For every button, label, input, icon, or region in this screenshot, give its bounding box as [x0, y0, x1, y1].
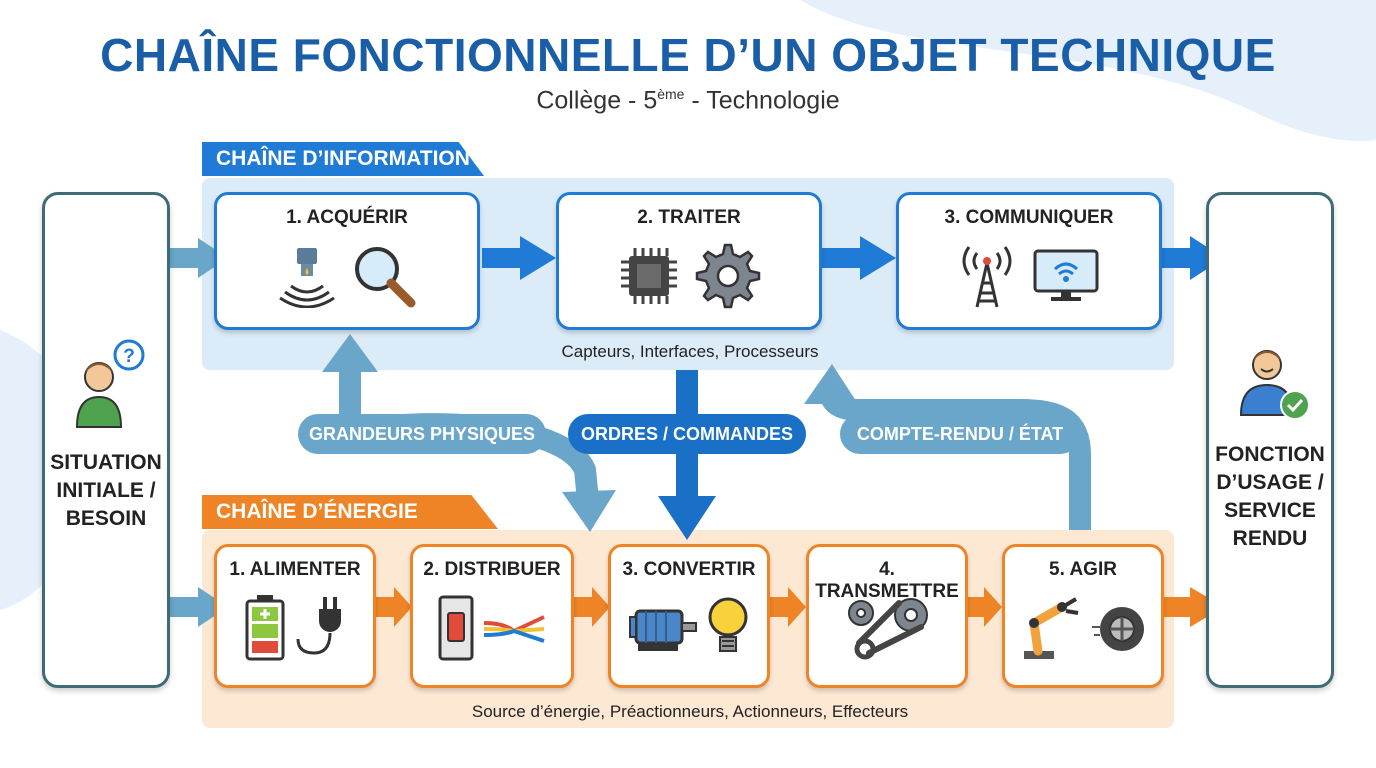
- fonction-line-1: FONCTION: [1215, 443, 1325, 466]
- grandeurs-physiques-label: GRANDEURS PHYSIQUES: [298, 414, 546, 454]
- fonction-line-3: SERVICE: [1224, 499, 1316, 522]
- energy-chain-label: CHAÎNE D’ÉNERGIE: [202, 495, 498, 529]
- situation-line-2: INITIALE /: [56, 479, 156, 502]
- situation-line-3: BESOIN: [65, 507, 147, 530]
- gear-icon: [695, 243, 761, 309]
- fonction-usage-box: FONCTION D’USAGE / SERVICE RENDU: [1206, 192, 1334, 688]
- compte-rendu-arrow-head: [804, 364, 858, 404]
- step-agir: 5. AGIR: [1002, 544, 1164, 688]
- step-acquerir-label: 1. ACQUÉRIR: [286, 207, 408, 228]
- step-acquerir: 1. ACQUÉRIR: [214, 192, 480, 330]
- step-alimenter-label: 1. ALIMENTER: [229, 559, 361, 580]
- svg-text:?: ?: [123, 346, 135, 367]
- battery-icon: [245, 595, 285, 661]
- step-communiquer-label: 3. COMMUNIQUER: [944, 207, 1114, 228]
- antenna-icon: [962, 246, 1012, 308]
- wheel-icon: [1092, 607, 1144, 651]
- compte-rendu-etat-label: COMPTE-RENDU / ÉTAT: [840, 414, 1080, 454]
- switch-icon: [438, 595, 474, 661]
- thinking-person-icon: ?: [75, 339, 145, 428]
- ordres-arrow-head: [658, 496, 716, 540]
- step-agir-label: 5. AGIR: [1049, 559, 1117, 580]
- ordres-commandes-label: ORDRES / COMMANDES: [568, 414, 806, 454]
- sensor-icon: [279, 248, 335, 308]
- robot-arm-icon: [1024, 597, 1079, 659]
- motor-icon: [629, 609, 697, 651]
- step-communiquer: 3. COMMUNIQUER: [896, 192, 1162, 330]
- situation-initiale-box: ? SITUATION INITIALE / BESOIN: [42, 192, 170, 688]
- bulb-icon: [708, 597, 748, 652]
- gears-chain-icon: [848, 598, 928, 660]
- step-traiter-label: 2. TRAITER: [637, 207, 741, 228]
- step-alimenter: 1. ALIMENTER: [214, 544, 376, 688]
- plug-icon: [296, 597, 341, 655]
- situation-line-1: SITUATION: [50, 451, 162, 474]
- info-chain-caption: Capteurs, Interfaces, Processeurs: [561, 342, 819, 361]
- fonction-line-4: RENDU: [1232, 527, 1308, 550]
- step-traiter: 2. TRAITER: [556, 192, 822, 330]
- step-transmettre: 4. TRANSMETTRE: [806, 544, 968, 688]
- grandeurs-arrow-head-down: [562, 490, 616, 532]
- energy-chain-caption: Source d’énergie, Préactionneurs, Action…: [471, 702, 909, 721]
- step-transmettre-label: 4. TRANSMETTRE: [815, 559, 959, 602]
- grandeurs-arrow-head-up: [322, 334, 378, 372]
- page-subtitle: Collège - 5ème - Technologie: [536, 86, 840, 115]
- satisfied-person-icon: [1239, 350, 1310, 420]
- step-distribuer: 2. DISTRIBUER: [410, 544, 574, 688]
- fonction-line-2: D’USAGE /: [1216, 471, 1324, 494]
- step-convertir: 3. CONVERTIR: [608, 544, 770, 688]
- step-distribuer-label: 2. DISTRIBUER: [423, 559, 561, 580]
- page-title: CHAÎNE FONCTIONNELLE D’UN OBJET TECHNIQU…: [100, 29, 1276, 81]
- info-chain-label: CHAÎNE D’INFORMATION: [202, 142, 484, 176]
- monitor-wifi-icon: [1033, 249, 1099, 301]
- chip-icon: [621, 248, 677, 304]
- step-convertir-label: 3. CONVERTIR: [622, 559, 756, 580]
- magnifier-icon: [355, 247, 416, 308]
- wires-icon: [483, 615, 545, 643]
